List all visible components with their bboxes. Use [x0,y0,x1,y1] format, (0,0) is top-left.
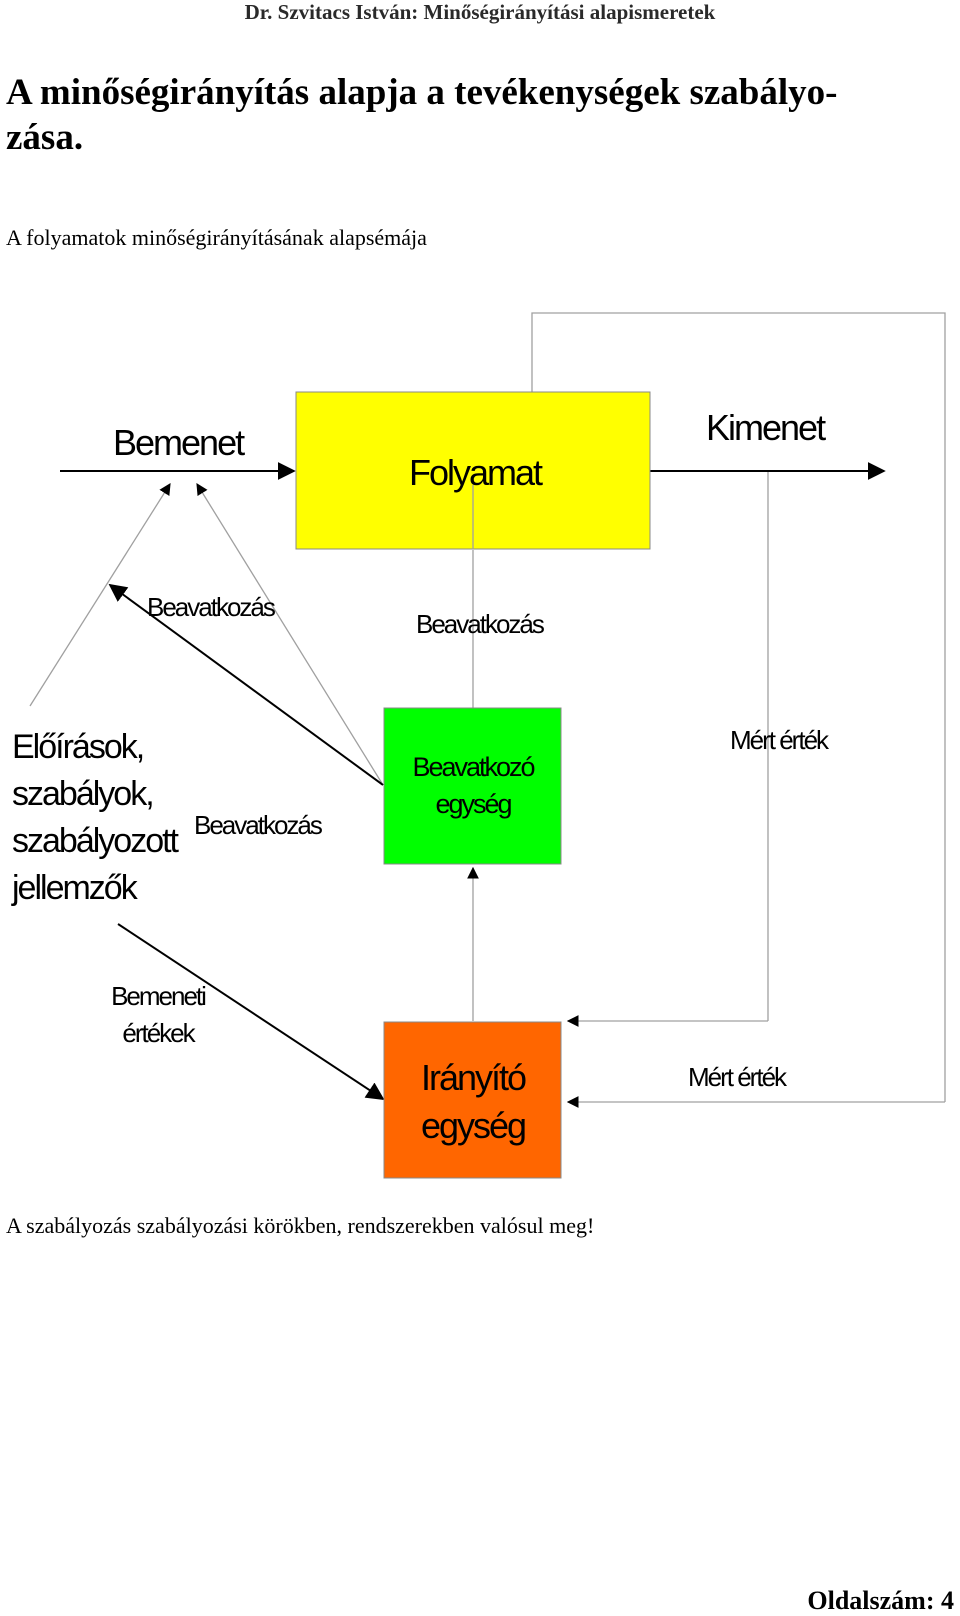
iranyito-line-2: egység [421,1105,525,1146]
title-line-1: A minőségirányítás alapja a tevékenysége… [6,72,838,113]
title-line-2: zása. [6,117,84,158]
eloirasok-line-3: szabályozott [12,822,180,860]
beavatkozas-center-label: Beavatkozás [416,609,545,639]
diagram-subtitle: A folyamatok minőségirányításának alapsé… [6,225,427,250]
folyamat-label: Folyamat [409,452,543,493]
page-title: A minőségirányítás alapja a tevékenysége… [6,70,946,160]
beavatkozas-lower-label: Beavatkozás [194,810,323,840]
page-number: Oldalszám: 4 [807,1586,954,1615]
iranyito-egyseg-box [383,1021,562,1179]
eloirasok-line-1: Előírások, [12,728,143,766]
bemeneti-ertekek-line-1: Bemeneti [111,981,206,1011]
mert-ertek-bottom-label: Mért érték [688,1062,788,1092]
page-header: Dr. Szvitacs István: Minőségirányítási a… [244,0,716,24]
beavatkozo-line-1: Beavatkozó [412,752,534,782]
beavatkozo-line-2: egység [435,789,511,819]
eloirasok-line-2: szabályok, [12,775,153,813]
beavatkozas-left-label: Beavatkozás [147,592,276,622]
mert-ertek-top-label: Mért érték [730,725,830,755]
kimenet-label: Kimenet [706,407,826,448]
diagram-caption: A szabályozás szabályozási körökben, ren… [6,1213,595,1238]
bemenet-label: Bemenet [113,422,245,463]
flow-arrows [60,462,886,1100]
iranyito-line-1: Irányító [421,1057,526,1098]
bemeneti-ertekek-line-2: értékek [122,1018,196,1048]
eloirasok-line-4: jellemzők [11,869,139,907]
beavatkozo-egyseg-box [383,707,562,865]
